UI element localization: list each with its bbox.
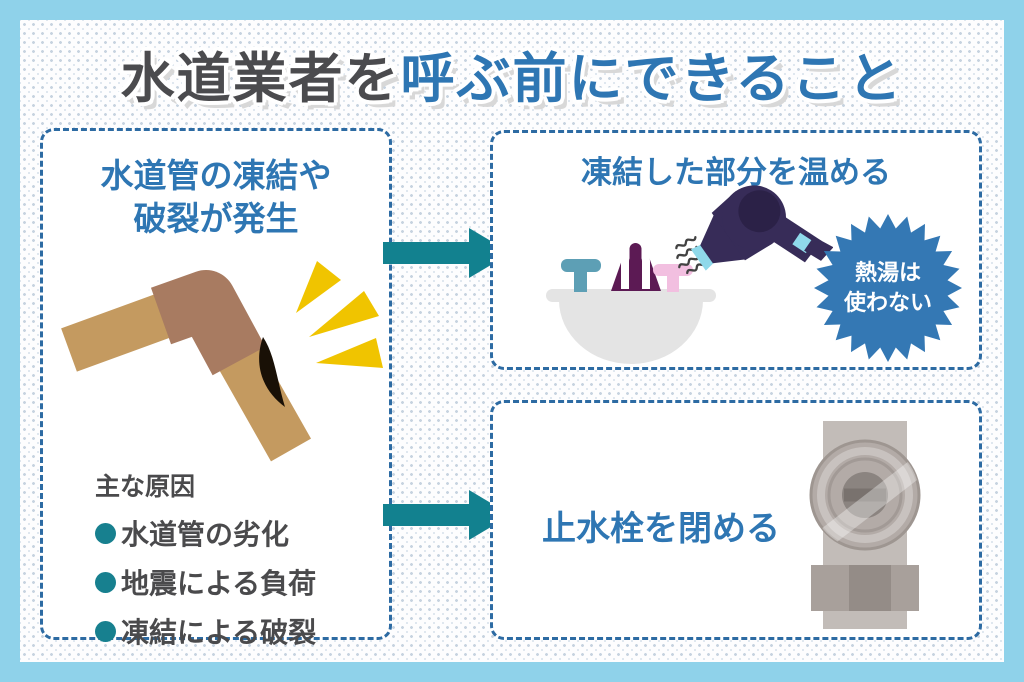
- warm-heading: 凍結した部分を温める: [581, 155, 891, 190]
- problem-heading-line2: 破裂が発生: [133, 199, 299, 237]
- warm-frozen-part-panel: 凍結した部分を温める: [490, 130, 982, 370]
- problem-heading: 水道管の凍結や 破裂が発生: [43, 155, 389, 241]
- cold-handle-icon: [561, 259, 601, 292]
- sink-basin-icon: [546, 289, 716, 364]
- close-valve-panel: 止水栓を閉める: [490, 400, 982, 640]
- emphasis-marks-icon: [296, 261, 383, 368]
- badge-text: 熱湯は 使わない: [813, 213, 963, 363]
- cause-text: 水道管の劣化: [121, 519, 290, 550]
- problem-panel: 水道管の凍結や 破裂が発生 主な原因 水道管の劣化 地震による負荷: [40, 128, 392, 648]
- pipe-crack: [259, 337, 285, 407]
- badge-line1: 熱湯は: [854, 260, 921, 286]
- hot-handle-icon: [653, 264, 693, 292]
- bullet-dot-icon: [95, 620, 116, 642]
- hairdryer-icon: [690, 185, 833, 271]
- starburst-icon: [814, 214, 962, 362]
- title-accent-text: 呼ぶ前にできること: [400, 49, 904, 109]
- sink-hairdryer-illustration: [546, 185, 833, 364]
- faucet-icon: [611, 243, 661, 291]
- cause-text: 凍結による破裂: [121, 617, 317, 648]
- cause-item: 凍結による破裂: [95, 611, 375, 651]
- cause-text: 地震による負荷: [121, 568, 317, 599]
- burst-pipe-illustration: [61, 261, 383, 462]
- valve-face: [809, 439, 921, 551]
- bullet-dot-icon: [95, 571, 116, 593]
- problem-heading-line1: 水道管の凍結や: [100, 157, 332, 194]
- page-title: 水道業者を呼ぶ前にできること: [20, 34, 1004, 113]
- bullet-dot-icon: [95, 522, 116, 544]
- title-dark-text: 水道業者を: [120, 49, 401, 109]
- right-arrow-icon: [383, 490, 511, 540]
- dotted-canvas: 水道業者を呼ぶ前にできること 水道管の凍結や 破裂が発生 主な原因 水道管の劣化: [20, 20, 1004, 662]
- cause-item: 地震による負荷: [95, 562, 375, 602]
- causes-block: 主な原因 水道管の劣化 地震による負荷 凍結による破裂: [95, 467, 375, 660]
- causes-label: 主な原因: [95, 473, 196, 501]
- valve-nut: [811, 565, 919, 611]
- right-arrow-icon: [383, 228, 511, 278]
- heat-lines-icon: [675, 235, 708, 275]
- cause-item: 水道管の劣化: [95, 513, 375, 553]
- close-valve-heading: 止水栓を閉める: [542, 510, 780, 548]
- boiling-water-warning-badge: 熱湯は 使わない: [813, 213, 963, 363]
- stop-valve-illustration: [809, 421, 921, 629]
- pipe-elbow: [150, 270, 266, 376]
- badge-line2: 使わない: [843, 290, 932, 315]
